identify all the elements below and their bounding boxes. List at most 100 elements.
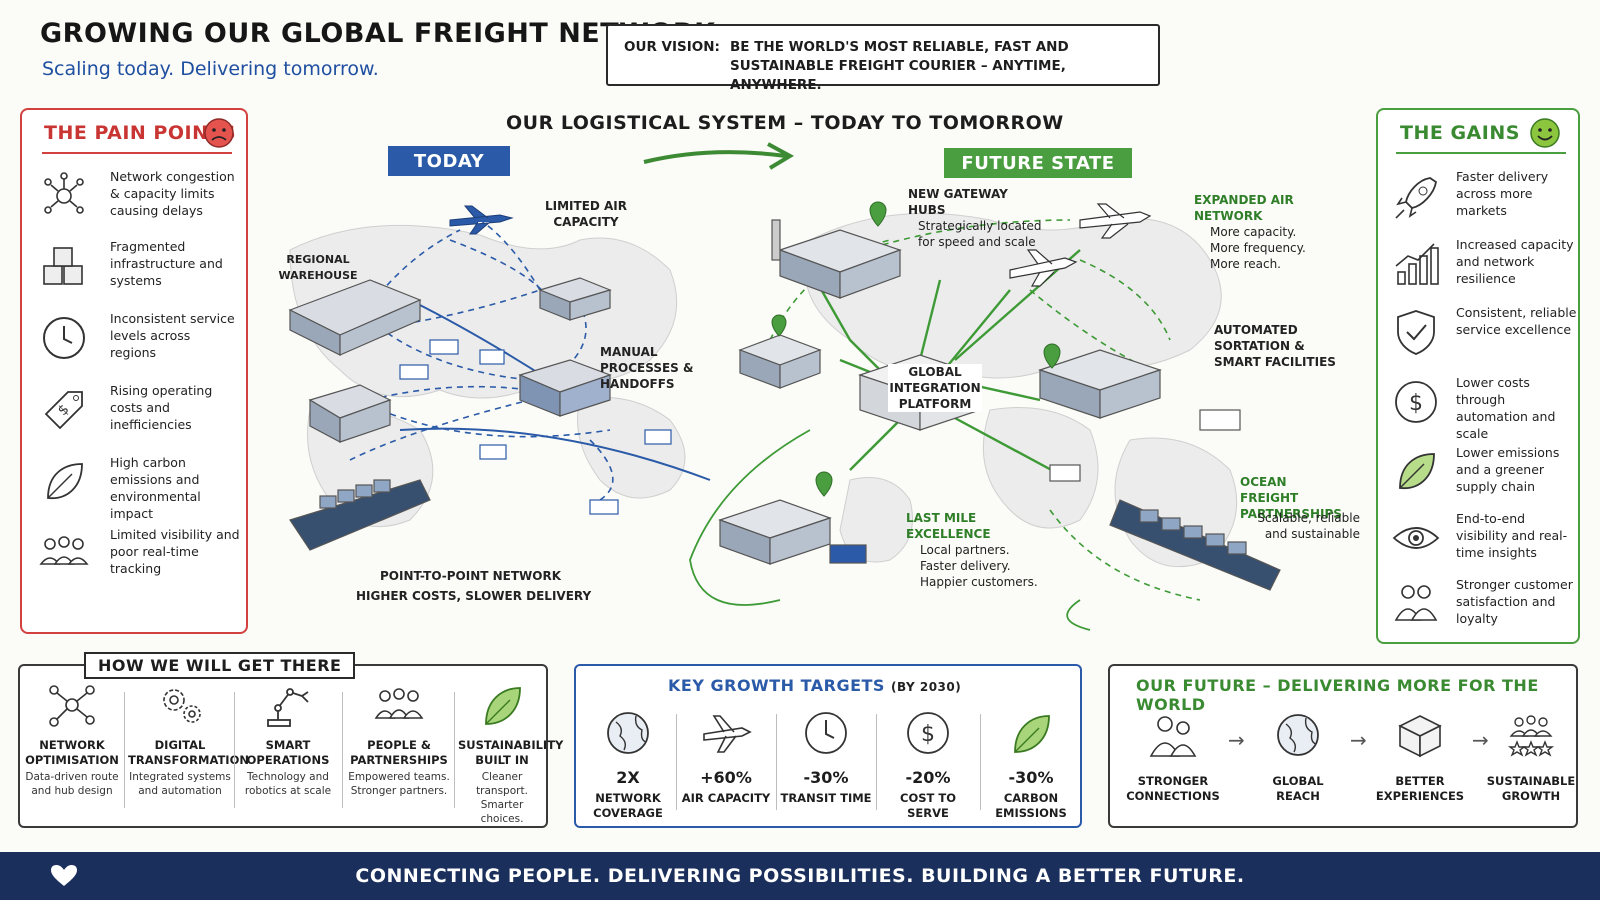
sad-face-icon — [204, 118, 234, 148]
targets-title: KEY GROWTH TARGETS (BY 2030) — [668, 676, 962, 695]
pain-item: High carbon emissions and environmental … — [22, 452, 246, 521]
last-mile-building — [718, 499, 832, 565]
how-item: DIGITAL TRANSFORMATION Integrated system… — [128, 680, 249, 798]
people-icon — [1149, 716, 1197, 757]
today-plane-icon — [449, 205, 514, 235]
price-tag-icon: $ — [44, 391, 83, 430]
gains-panel: THE GAINS Faster delivery across more ma… — [1376, 108, 1580, 644]
automated-sortation-label: AUTOMATED SORTATION & SMART FACILITIES — [1214, 323, 1336, 369]
target-item: $ -20% COST TO SERVE — [880, 708, 976, 821]
limited-air-label: LIMITED AIR CAPACITY — [544, 199, 628, 229]
pain-item: Fragmented infrastructure and systems — [22, 236, 246, 302]
gain-item: Lower emissions and a greener supply cha… — [1378, 442, 1578, 508]
rocket-icon — [1395, 177, 1437, 219]
gain-item: $ Lower costs through automation and sca… — [1378, 372, 1578, 441]
gains-title: THE GAINS — [1400, 122, 1520, 144]
how-item-title: SMART OPERATIONS — [246, 738, 330, 767]
expanded-air-title: EXPANDED AIR NETWORK — [1194, 193, 1294, 223]
how-item-title: PEOPLE & PARTNERSHIPS — [350, 738, 448, 767]
divider — [124, 692, 125, 808]
location-pin-icons — [771, 201, 1061, 497]
gain-item-text: End-to-end visibility and real-time insi… — [1456, 511, 1568, 560]
target-label: CARBON EMISSIONS — [995, 791, 1067, 820]
footer-text: CONNECTING PEOPLE. DELIVERING POSSIBILIT… — [355, 865, 1245, 887]
target-value: -20% — [905, 768, 951, 787]
leaf-icon — [485, 687, 521, 725]
future-item-label: GLOBAL REACH — [1272, 774, 1324, 803]
target-value: 2X — [616, 768, 640, 787]
how-item-sub: Integrated systems and automation — [129, 771, 231, 797]
future-item: BETTER EXPERIENCES — [1372, 710, 1468, 804]
automated-sortation-building — [1038, 349, 1162, 419]
clock-icon — [43, 317, 85, 359]
how-item-sub: Technology and robotics at scale — [244, 771, 332, 797]
pain-item-text: High carbon emissions and environmental … — [110, 455, 201, 521]
future-item: GLOBAL REACH — [1250, 710, 1346, 804]
key-growth-targets-box: KEY GROWTH TARGETS (BY 2030) 2X NETWORK … — [574, 664, 1082, 828]
future-item-label: BETTER EXPERIENCES — [1375, 774, 1465, 803]
future-title: OUR FUTURE – DELIVERING MORE FOR THE WOR… — [1136, 676, 1576, 714]
divider — [454, 692, 455, 808]
box-icon — [1398, 715, 1442, 758]
target-label: NETWORK COVERAGE — [593, 791, 663, 820]
happy-face-icon — [1530, 118, 1560, 148]
ocean-freight-title: OCEAN FREIGHT PARTNERSHIPS — [1240, 475, 1342, 521]
gain-item-text: Increased capacity and network resilienc… — [1456, 237, 1574, 286]
page-subtitle: Scaling today. Delivering tomorrow. — [42, 58, 379, 80]
svg-text:$: $ — [1409, 391, 1423, 416]
page-title: GROWING OUR GLOBAL FREIGHT NETWORK — [40, 18, 716, 49]
ocean-freight-label: OCEAN FREIGHT PARTNERSHIPS — [1240, 474, 1342, 522]
targets-title-suffix: (BY 2030) — [891, 680, 962, 694]
clock-icon — [805, 712, 847, 754]
manual-processes-label: MANUAL PROCESSES & HANDOFFS — [600, 345, 694, 391]
future-plane-icon — [1009, 203, 1152, 287]
stars-people-icon — [1507, 715, 1555, 757]
divider — [234, 692, 235, 808]
boxes-icon — [43, 247, 83, 285]
future-ribbon: FUTURE STATE — [944, 148, 1132, 178]
gain-item: Increased capacity and network resilienc… — [1378, 234, 1578, 300]
regional-warehouse-label: REGIONAL WAREHOUSE — [278, 253, 358, 282]
network-nodes-icon — [49, 685, 95, 727]
two-people-icon — [1394, 585, 1438, 621]
how-item-sub: Cleaner transport. Smarter choices. — [476, 771, 528, 825]
future-item: SUSTAINABLE GROWTH — [1486, 710, 1576, 804]
growth-chart-icon — [1395, 243, 1439, 285]
arrow-right-icon: → — [1228, 728, 1245, 752]
how-item-sub: Data-driven route and hub design — [25, 771, 119, 797]
footer-banner: CONNECTING PEOPLE. DELIVERING POSSIBILIT… — [0, 852, 1600, 900]
last-mile-sub: Local partners. Faster delivery. Happier… — [920, 543, 1038, 589]
system-title: OUR LOGISTICAL SYSTEM – TODAY TO TOMORRO… — [506, 112, 1064, 134]
pain-item: $ Rising operating costs and inefficienc… — [22, 380, 246, 446]
today-small-hub-building — [538, 277, 612, 321]
future-item: STRONGER CONNECTIONS — [1120, 710, 1226, 804]
pain-item-text: Network congestion & capacity limits cau… — [110, 169, 235, 218]
pain-item: Limited visibility and poor real-time tr… — [22, 524, 246, 590]
gain-item: Stronger customer satisfaction and loyal… — [1378, 574, 1578, 640]
gateway-hub-building — [771, 219, 902, 299]
pain-item-text: Inconsistent service levels across regio… — [110, 311, 235, 360]
regional-warehouse-building — [288, 279, 422, 356]
how-item-title: SUSTAINABILITY BUILT IN — [458, 738, 564, 767]
target-label: COST TO SERVE — [900, 791, 956, 820]
target-label: TRANSIT TIME — [780, 791, 872, 805]
today-depot-building — [308, 384, 392, 443]
target-value: +60% — [700, 768, 752, 787]
network-map-illustration — [288, 201, 1281, 631]
globe-icon — [1277, 714, 1319, 756]
pain-item-text: Limited visibility and poor real-time tr… — [110, 527, 240, 576]
how-item-title: DIGITAL TRANSFORMATION — [128, 738, 249, 767]
target-value: -30% — [803, 768, 849, 787]
leaf-icon — [1014, 715, 1050, 753]
how-item: SMART OPERATIONS Technology and robotics… — [238, 680, 338, 798]
today-ribbon: TODAY — [388, 146, 510, 176]
future-trucks — [829, 409, 1241, 564]
gears-icon — [163, 689, 201, 723]
gain-item: End-to-end visibility and real-time insi… — [1378, 508, 1578, 574]
leaf-icon — [1399, 453, 1435, 489]
gateway-hubs-title: NEW GATEWAY HUBS — [908, 187, 1008, 217]
how-item-title: NETWORK OPTIMISATION — [25, 738, 119, 767]
leaf-icon — [47, 463, 83, 499]
dollar-icon: $ — [907, 712, 949, 754]
arrow-right-icon: → — [1350, 728, 1367, 752]
